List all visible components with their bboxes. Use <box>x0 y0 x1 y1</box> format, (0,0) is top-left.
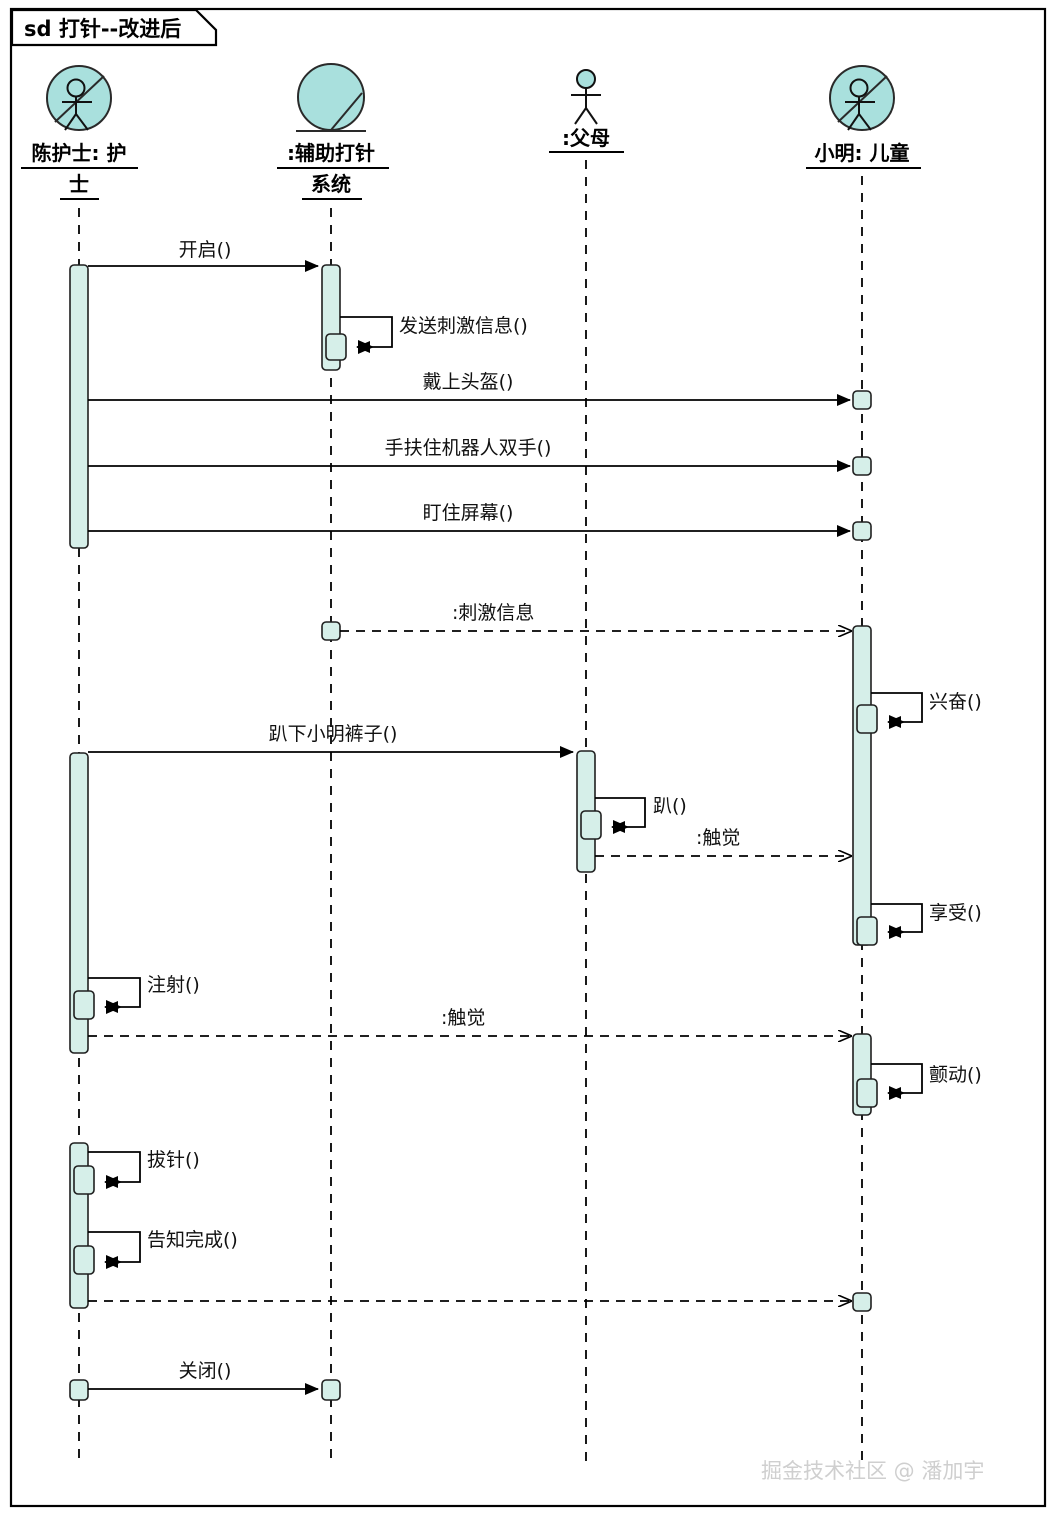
message-pa[interactable]: 趴() <box>595 795 687 833</box>
actor-circle-icon <box>62 78 92 131</box>
message-label: 盯住屏幕() <box>423 502 514 524</box>
message-cijixinxi[interactable]: :刺激信息 <box>340 602 851 631</box>
stick-figure-icon <box>571 69 601 125</box>
nested-activation <box>856 1078 878 1108</box>
activation-bar <box>852 390 872 410</box>
nested-activation-bars <box>73 333 878 1275</box>
message-daishangtoukui[interactable]: 戴上头盔() <box>88 371 851 406</box>
activation-bar <box>321 621 341 641</box>
message-label: 拔针() <box>147 1149 200 1171</box>
lifeline-label-nurse-line2: 士 <box>69 172 89 196</box>
message-label: :触觉 <box>696 827 740 849</box>
lifeline-lines <box>78 160 863 1466</box>
message-gaozhiwancheng[interactable]: 告知完成() <box>88 1229 238 1268</box>
watermark: 掘金技术社区 @ 潘加宇 <box>761 1459 984 1483</box>
activation-bar <box>321 1379 341 1401</box>
message-label: 颤动() <box>929 1064 982 1086</box>
activation-bar <box>852 625 872 946</box>
lifeline-label-parent: :父母 <box>562 126 610 150</box>
activation-bar <box>852 521 872 541</box>
message-label: 手扶住机器人双手() <box>385 437 552 459</box>
lifeline-label-child: 小明: 儿童 <box>815 141 910 165</box>
message-chandong[interactable]: 颤动() <box>871 1063 982 1099</box>
message-label: 趴() <box>653 795 687 817</box>
activation-bar <box>69 752 89 1054</box>
lifeline-label-nurse-line1: 陈护士: 护 <box>32 141 127 165</box>
nested-activation <box>856 704 878 734</box>
message-zhushe[interactable]: 注射() <box>88 974 200 1013</box>
lifeline-head-system[interactable]: :辅助打针 系统 <box>277 63 389 200</box>
frame-label: sd 打针--改进后 <box>24 17 181 41</box>
message-label: 开启() <box>179 239 232 261</box>
nested-activation <box>73 1245 95 1275</box>
nested-activation <box>325 333 347 361</box>
message-dingzhupingmu[interactable]: 盯住屏幕() <box>88 502 851 537</box>
message-shoufuzhujiqirenshuangshou[interactable]: 手扶住机器人双手() <box>88 437 851 472</box>
lifeline-head-child[interactable]: 小明: 儿童 <box>806 65 921 169</box>
actor-circle-icon <box>845 78 875 131</box>
nested-activation <box>580 810 602 840</box>
object-circle-icon <box>296 63 366 132</box>
message-label: 发送刺激信息() <box>399 315 528 337</box>
message-xingfen[interactable]: 兴奋() <box>871 691 982 728</box>
message-fasongcijixinxi[interactable]: 发送刺激信息() <box>340 315 528 353</box>
activation-bar <box>69 1379 89 1401</box>
diagram-frame: sd 打针--改进后 <box>9 7 1047 1508</box>
message-bazhen[interactable]: 拔针() <box>88 1149 200 1188</box>
message-chujue-2[interactable]: :触觉 <box>88 1007 851 1036</box>
lifeline-label-system-line2: 系统 <box>311 172 351 196</box>
message-label: 享受() <box>929 902 982 924</box>
message-label: :刺激信息 <box>452 602 534 624</box>
message-label: 关闭() <box>179 1360 232 1382</box>
activation-bar <box>852 456 872 476</box>
lifeline-label-system-line1: :辅助打针 <box>287 141 375 165</box>
message-label: 戴上头盔() <box>423 371 514 393</box>
message-label: :触觉 <box>441 1007 485 1029</box>
self-message-arrowheads <box>106 340 905 1269</box>
message-xiangshou[interactable]: 享受() <box>871 902 982 938</box>
message-label: 兴奋() <box>929 691 982 713</box>
lifeline-head-nurse[interactable]: 陈护士: 护 士 <box>21 65 138 200</box>
nested-activation <box>73 1165 95 1195</box>
activation-bar <box>852 1292 872 1312</box>
message-label: 趴下小明裤子() <box>269 723 398 745</box>
lifeline-head-parent[interactable]: :父母 <box>549 69 624 153</box>
message-label: 注射() <box>147 974 200 996</box>
message-guanbi[interactable]: 关闭() <box>88 1360 319 1395</box>
nested-activation <box>856 916 878 946</box>
message-chujue-1[interactable]: :触觉 <box>595 827 851 856</box>
activation-bar <box>69 264 89 549</box>
message-label: 告知完成() <box>147 1229 238 1251</box>
nested-activation <box>73 990 95 1020</box>
message-kaiqi[interactable]: 开启() <box>88 239 319 272</box>
message-paxiaxiaomingkuzi[interactable]: 趴下小明裤子() <box>88 723 574 758</box>
